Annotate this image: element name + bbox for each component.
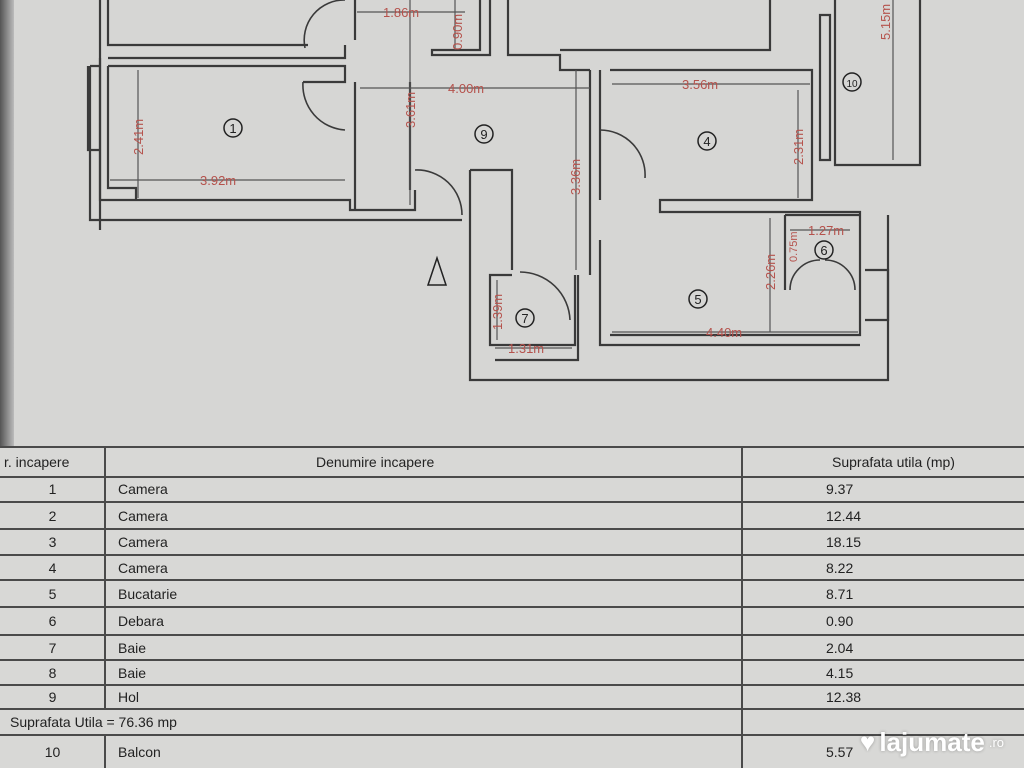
dim-label: 3.56m (682, 77, 718, 92)
header-nr: r. incapere (4, 454, 70, 470)
header-name: Denumire incapere (316, 454, 435, 470)
dim-label: 1.31m (508, 341, 544, 356)
dimension-lines (110, 0, 894, 349)
table-row: 2 Camera 12.44 (0, 503, 1024, 530)
room-name: Bucatarie (118, 585, 178, 602)
table-row: 8 Baie 4.15 (0, 661, 1024, 686)
table-row: 5 Bucatarie 8.71 (0, 581, 1024, 608)
room-area: 4.15 (826, 664, 854, 681)
room-nr: 10 (44, 744, 61, 760)
room-area: 2.04 (826, 639, 854, 656)
room-area: 12.38 (826, 689, 862, 705)
room-name: Debara (118, 613, 164, 629)
room-number: 5 (694, 292, 701, 307)
header-area: Suprafata utila (mp) (832, 454, 955, 470)
room-numbers: 1 9 4 10 6 7 5 (223, 72, 862, 328)
room-number: 10 (846, 79, 858, 90)
room-number: 6 (820, 243, 827, 258)
table-row: 3 Camera 18.15 (0, 530, 1024, 556)
table-row: 10 Balcon 5.57 (0, 736, 1024, 768)
room-nr: 8 (48, 664, 57, 681)
room-name: Camera (118, 559, 168, 576)
dim-label: 0.75m (788, 231, 800, 262)
room-nr: 2 (48, 507, 57, 524)
table-row: 1 Camera 9.37 (0, 476, 1024, 503)
room-nr: 5 (48, 585, 57, 602)
dim-label: 3.92m (200, 173, 236, 188)
table-header: r. incapere Denumire incapere Suprafata … (0, 446, 1024, 478)
total-area: Suprafata Utila = 76.36 mp (10, 714, 177, 730)
table-row: 9 Hol 12.38 (0, 686, 1024, 710)
heart-check-icon: ♥ (859, 727, 876, 757)
room-nr: 7 (48, 639, 57, 656)
walls (86, 0, 922, 382)
room-area: 0.90 (826, 613, 854, 629)
room-number: 4 (703, 134, 710, 149)
floor-plan: 1.86m 0.90m 5.15m 4.00m 3.56m 3.61m 2.41… (86, 0, 922, 382)
room-nr: 3 (48, 534, 57, 550)
dim-label: 5.15m (878, 4, 893, 40)
room-area: 12.44 (826, 507, 862, 524)
room-name: Camera (118, 507, 168, 524)
room-area: 8.22 (826, 559, 854, 576)
dimension-labels: 1.86m 0.90m 5.15m 4.00m 3.56m 3.61m 2.41… (131, 4, 893, 356)
room-area: 9.37 (826, 480, 854, 497)
dim-label: 3.36m (568, 159, 583, 195)
room-number: 1 (229, 121, 236, 136)
dim-label: 2.31m (791, 129, 806, 165)
room-nr: 4 (48, 559, 57, 576)
room-area: 5.57 (826, 744, 854, 760)
room-name: Baie (118, 639, 147, 656)
dim-label: 1.39m (490, 294, 505, 330)
table-row: 6 Debara 0.90 (0, 608, 1024, 636)
dim-label: 1.27m (808, 223, 844, 238)
dim-label: 4.40m (706, 325, 742, 340)
room-area: 18.15 (826, 534, 862, 550)
room-name: Camera (118, 534, 168, 550)
dim-label: 4.00m (448, 81, 484, 96)
room-nr: 1 (48, 480, 57, 497)
room-number: 9 (480, 127, 487, 142)
total-row: Suprafata Utila = 76.36 mp (0, 710, 1024, 736)
room-nr: 9 (48, 689, 57, 705)
room-area: 8.71 (826, 585, 854, 602)
entrance-marker-icon (426, 255, 448, 286)
dim-label: 2.41m (131, 119, 146, 155)
room-name: Balcon (118, 744, 161, 760)
watermark-logo: ♥ lajumate.ro (859, 727, 1004, 757)
dim-label: 1.86m (383, 5, 419, 20)
table-row: 4 Camera 8.22 (0, 556, 1024, 581)
room-nr: 6 (48, 613, 57, 629)
room-number: 7 (521, 311, 528, 326)
room-name: Baie (118, 664, 147, 681)
room-name: Camera (118, 480, 168, 497)
table-row: 7 Baie 2.04 (0, 636, 1024, 661)
dim-label: 2.26m (763, 254, 778, 290)
door-swings (302, 0, 856, 321)
dim-label: 0.90m (450, 14, 465, 50)
dim-label: 3.61m (403, 92, 418, 128)
room-name: Hol (118, 689, 140, 705)
rooms-table: r. incapere Denumire incapere Suprafata … (0, 446, 1024, 768)
